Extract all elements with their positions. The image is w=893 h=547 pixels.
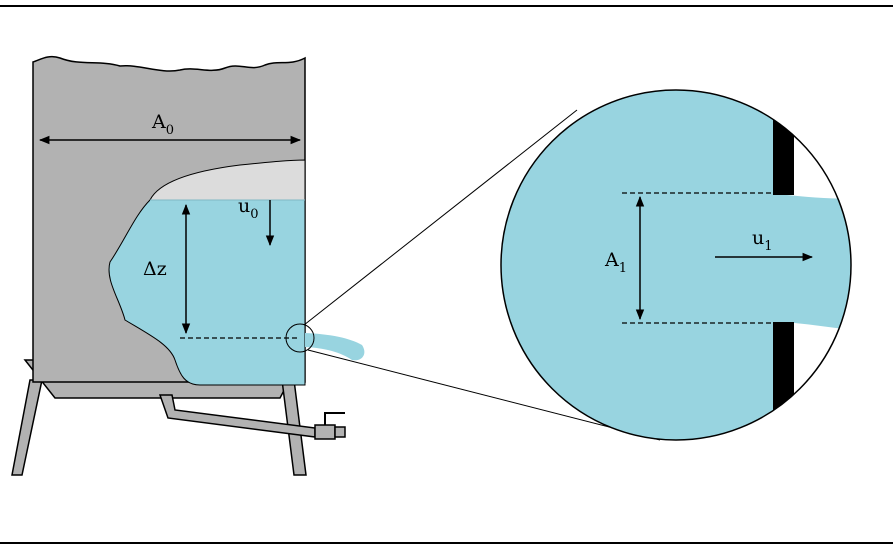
tank-wall-lower (773, 322, 794, 440)
zoom-line-top (303, 109, 578, 326)
dz-label: Δz (143, 258, 167, 280)
zoom-lens (501, 90, 851, 440)
u1-label: u1 (752, 227, 773, 254)
valve-icon (324, 412, 345, 425)
u0-label: u0 (238, 195, 259, 222)
A1-label: A1 (604, 249, 627, 276)
tank-wall (773, 90, 794, 195)
A0-label: A0 (151, 111, 174, 138)
drain-pipe (158, 394, 346, 440)
cutaway-water (108, 199, 306, 386)
zoom-line-bottom (307, 349, 661, 441)
outlet-stream (305, 333, 365, 361)
jet-stream (775, 194, 851, 330)
cutaway-air (149, 159, 306, 201)
outlet-focus-circle (285, 323, 315, 353)
zoom-lens-border (500, 89, 852, 441)
